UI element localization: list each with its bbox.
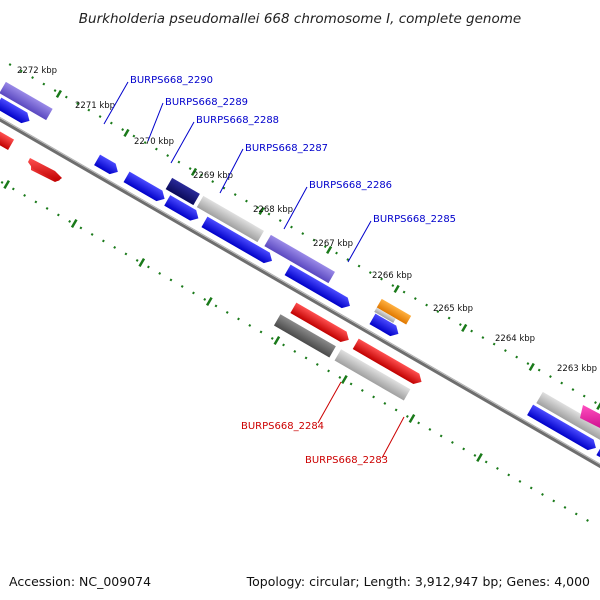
gene-feature-blue[interactable] [596,444,600,478]
gene-feature-orange[interactable] [376,298,412,325]
kbp-label: 2263 kbp [557,364,597,374]
gene-label[interactable]: BURPS668_2286 [309,180,392,191]
gene-feature-blue[interactable] [164,195,201,223]
gene-feature-darkgrey[interactable] [273,314,336,358]
map-title: Burkholderia pseudomallei 668 chromosome… [79,11,521,27]
accession-text: Accession: NC_009074 [9,574,151,589]
upper-gene-labels: BURPS668_2290 BURPS668_2289 BURPS668_228… [130,75,456,225]
gene-feature-red[interactable] [352,338,425,387]
gene-feature-grey[interactable] [536,391,600,443]
kbp-label: 2265 kbp [433,304,473,314]
gene-feature-navy[interactable] [165,177,200,206]
gene-label[interactable]: BURPS668_2285 [373,214,456,225]
lower-leader-lines [317,381,405,459]
kbp-label: 2264 kbp [495,334,535,344]
forward-feature-lane [0,81,600,443]
gene-feature-blue[interactable] [201,216,275,266]
kbp-label: 2272 kbp [17,66,57,76]
gene-feature-red[interactable] [28,158,62,181]
gene-feature-blue[interactable] [527,404,599,453]
gene-label[interactable]: BURPS668_2288 [196,115,279,126]
gene-label[interactable]: BURPS668_2283 [305,455,388,466]
gene-feature-blue[interactable] [0,97,33,126]
outer-tick-ring [8,63,600,436]
gene-feature-grey[interactable] [334,349,411,401]
gene-feature-blue[interactable] [284,264,353,311]
gene-feature-red[interactable] [290,302,351,345]
upper-leader-lines [103,81,372,263]
reverse-feature-lane [273,314,411,401]
gene-feature-blue[interactable] [369,313,401,339]
major-ticks-outer [55,89,600,411]
gene-feature-pink[interactable] [580,405,600,428]
kbp-label: 2269 kbp [193,171,233,181]
forward-cds-lane [0,97,600,478]
gene-label[interactable]: BURPS668_2289 [165,97,248,108]
gene-feature-purple[interactable] [264,234,335,284]
kbp-label: 2270 kbp [134,137,174,147]
gene-feature-blue[interactable] [94,154,121,177]
lower-gene-labels: BURPS668_2284 BURPS668_2283 [241,421,388,466]
gene-feature-purple[interactable] [0,81,53,121]
reverse-cds-lane [0,119,425,387]
kbp-label: 2266 kbp [372,271,412,281]
genome-track [0,63,600,527]
gene-feature-lightgrey[interactable] [374,307,396,323]
gene-label[interactable]: BURPS668_2290 [130,75,213,86]
gene-label[interactable]: BURPS668_2284 [241,421,324,432]
chromosome-backbone [0,108,600,482]
topology-text: Topology: circular; Length: 3,912,947 bp… [246,574,590,589]
gene-feature-blue[interactable] [123,171,168,204]
gene-label[interactable]: BURPS668_2287 [245,143,328,154]
major-ticks-inner [3,179,483,462]
extra-features [28,158,600,428]
kbp-labels: 2272 kbp 2271 kbp 2270 kbp 2269 kbp 2268… [17,66,597,374]
kbp-label: 2271 kbp [75,101,115,111]
kbp-label: 2267 kbp [313,239,353,249]
kbp-label: 2268 kbp [253,205,293,215]
gene-feature-red[interactable] [0,119,15,151]
chromosome-backbone-highlight [0,107,600,479]
gene-feature-grey[interactable] [196,195,264,243]
